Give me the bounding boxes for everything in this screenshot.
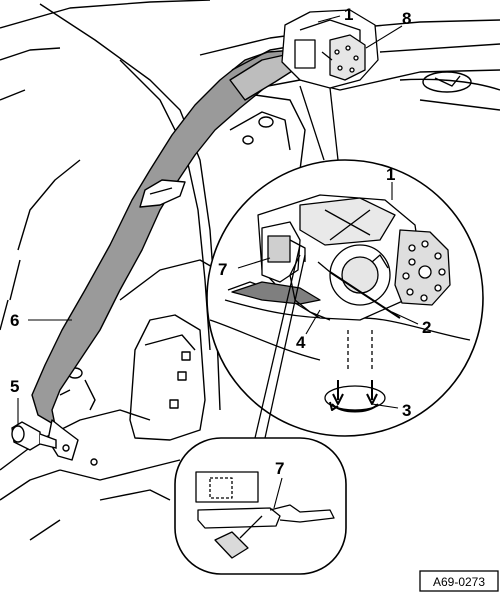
leader-7-inset (273, 477, 283, 509)
retractor-detail (209, 194, 471, 413)
connector-inset (174, 244, 347, 575)
callout-3: 3 (402, 401, 411, 420)
callout-6: 6 (10, 311, 19, 330)
inset-leader-left (254, 244, 301, 439)
leader-8 (365, 25, 403, 49)
leader-1-top (317, 15, 341, 23)
callout-1-top: 1 (344, 5, 353, 24)
connector-plug (195, 471, 335, 559)
figure-id-frame (419, 570, 499, 592)
leader-3 (371, 403, 399, 409)
detail-leader-right (329, 87, 339, 161)
leader-lines (17, 15, 419, 509)
callout-7-inset: 7 (275, 459, 284, 478)
detail-view (206, 85, 484, 437)
anchor-bolt (11, 421, 57, 451)
callouts: 1 8 1 7 2 6 4 3 5 7 (10, 5, 431, 478)
figure-id-box: A69-0273 (419, 570, 499, 592)
callout-7-detail: 7 (218, 260, 227, 279)
retractor-top (281, 9, 379, 89)
callout-2: 2 (422, 318, 431, 337)
detail-leader-left (299, 85, 325, 161)
leader-4 (305, 309, 321, 335)
leader-7-detail (237, 257, 271, 269)
callout-5: 5 (10, 377, 19, 396)
figure-id-label: A69-0273 (433, 575, 485, 589)
inset-frame (174, 437, 347, 575)
leader-2 (391, 311, 419, 325)
callout-8: 8 (402, 9, 411, 28)
callout-4: 4 (296, 333, 306, 352)
callout-1-detail: 1 (386, 165, 395, 184)
inset-leader-right (264, 254, 306, 439)
